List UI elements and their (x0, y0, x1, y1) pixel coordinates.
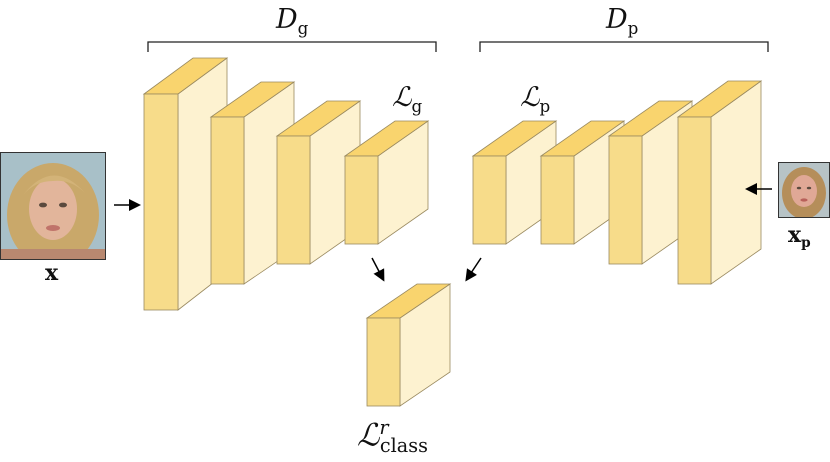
label-loss-g: ℒg (392, 82, 423, 116)
block-g4 (343, 120, 430, 245)
label-input-x: x (45, 260, 59, 286)
input-face-image-right (778, 162, 830, 218)
title-discriminator-p: Dp (606, 4, 639, 38)
label-input-xp: xp (788, 222, 811, 251)
input-face-image-left (0, 152, 106, 260)
arrow-g-to-class (371, 257, 385, 282)
block-p4 (676, 80, 763, 285)
bracket-discriminator-g (147, 41, 437, 52)
arrow-p-to-class (465, 257, 482, 282)
label-loss-p: ℒp (520, 82, 551, 116)
block-class (365, 283, 452, 407)
bracket-discriminator-p (479, 41, 769, 52)
title-discriminator-g: Dg (276, 4, 309, 38)
label-loss-class: ℒrclass (357, 416, 428, 458)
